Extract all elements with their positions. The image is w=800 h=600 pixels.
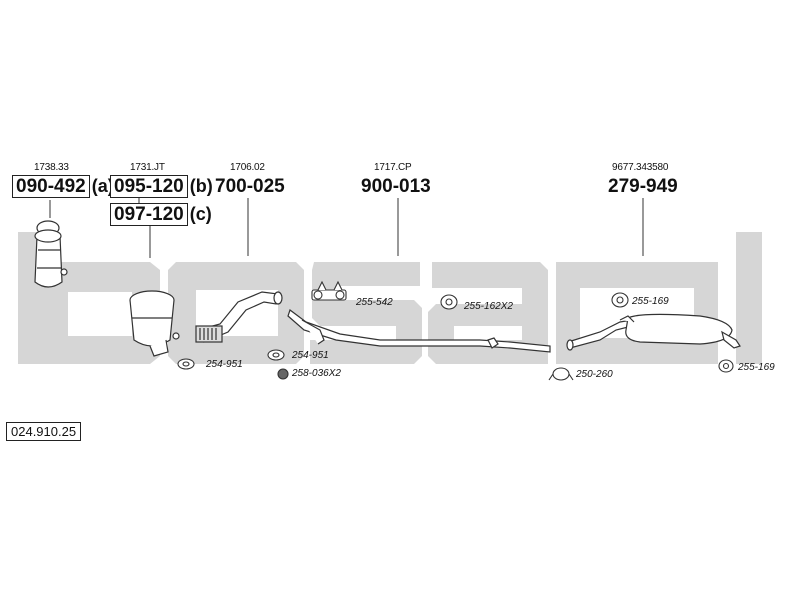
rear-silencer (566, 313, 741, 351)
fitting-label[interactable]: 255-162X2 (464, 301, 513, 312)
nut-258-036X2 (277, 368, 289, 380)
ref-label: 1731.JT (130, 162, 165, 173)
fitting-label[interactable]: 258-036X2 (292, 368, 341, 379)
part-number[interactable]: 095-120 (110, 175, 188, 198)
watermark-bar (736, 232, 762, 364)
part-suffix: (a) (91, 176, 114, 196)
watermark-letter-s (310, 262, 422, 364)
part-number[interactable]: 097-120 (110, 203, 188, 226)
diagram-code: 024.910.25 (6, 422, 82, 441)
hanger-255-169-b (718, 359, 734, 373)
hanger-255-162X2 (440, 294, 458, 310)
part-number[interactable]: 700-025 (215, 176, 285, 197)
part-suffix: (c) (189, 204, 212, 224)
fitting-label[interactable]: 255-169 (632, 296, 669, 307)
fittings (177, 280, 734, 381)
fitting-label[interactable]: 254-951 (292, 350, 329, 361)
part-number[interactable]: 090-492 (12, 175, 90, 198)
front-pipe (195, 291, 283, 343)
part-suffix: (b) (189, 176, 213, 196)
fitting-label[interactable]: 255-169 (738, 362, 775, 373)
part-number-group: 095-120(b) (110, 175, 213, 198)
ref-label: 1738.33 (34, 162, 69, 173)
clamp-255-542 (311, 280, 347, 301)
catalytic-converter (129, 290, 180, 357)
ref-label: 1717.CP (374, 162, 412, 173)
clamp-250-260 (548, 367, 574, 381)
watermark-letter-a (428, 262, 548, 364)
fitting-label[interactable]: 250-260 (576, 369, 613, 380)
particulate-filter (34, 220, 68, 288)
part-number-group: 090-492(a) (12, 175, 114, 198)
part-number[interactable]: 279-949 (608, 176, 678, 197)
watermark-letter-l (556, 262, 718, 364)
fitting-label[interactable]: 254-951 (206, 359, 243, 370)
part-number[interactable]: 900-013 (361, 176, 431, 197)
middle-pipe (287, 309, 551, 353)
gasket-254-951-a (177, 358, 195, 370)
part-number-group: 097-120(c) (110, 203, 212, 226)
fitting-label[interactable]: 255-542 (356, 297, 393, 308)
hanger-255-169-a (611, 292, 629, 308)
ref-label: 1706.02 (230, 162, 265, 173)
gasket-254-951-b (267, 349, 285, 361)
ref-label: 9677.343580 (612, 162, 669, 173)
